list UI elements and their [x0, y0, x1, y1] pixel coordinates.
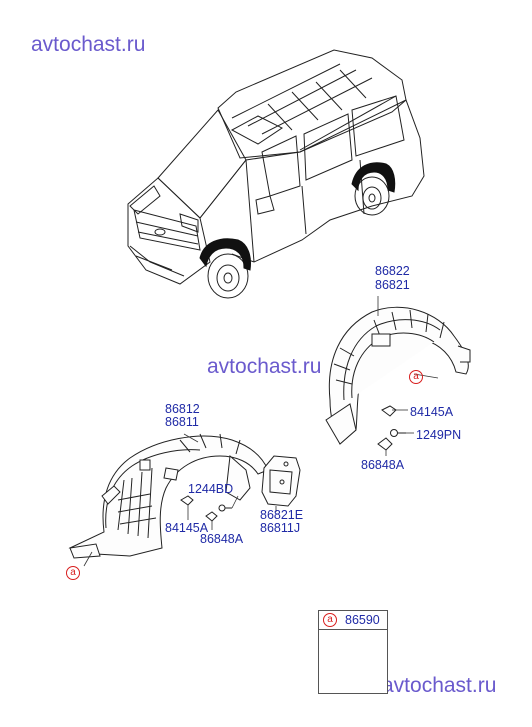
callout-front-clip: 84145A — [165, 521, 209, 535]
callout-rear-nut: 86848A — [361, 458, 405, 472]
callout-front-liner-rh: 86812 — [165, 402, 200, 416]
callout-rear-liner-rh: 86822 — [375, 264, 410, 278]
van-rear-liner-highlight — [351, 162, 396, 193]
ref-marker-rear: a — [409, 370, 423, 384]
van-front-liner-highlight — [199, 238, 251, 271]
callout-front-nut: 86848A — [200, 532, 244, 546]
callout-rear-clip: 84145A — [410, 405, 454, 419]
rear-fasteners — [377, 405, 406, 451]
callout-mudguard-rh: 86821E — [260, 508, 304, 522]
callout-rear-liner-lh: 86821 — [375, 278, 410, 292]
callout-mudguard-lh: 86811J — [260, 521, 301, 535]
mudguard-flap — [261, 455, 301, 507]
callout-front-liner-lh: 86811 — [165, 415, 199, 429]
legend-box: a 86590 — [318, 610, 388, 694]
callout-rear-bolt: 1249PN — [416, 428, 462, 442]
rear-wheel-liner — [325, 306, 471, 445]
front-fasteners — [180, 495, 232, 522]
watermark-bottom: avtochast.ru — [382, 674, 497, 697]
watermark-middle: avtochast.ru — [207, 355, 322, 378]
legend-part-number: 86590 — [345, 613, 380, 627]
front-wheel-liner — [68, 433, 269, 559]
front-leader-lines — [83, 433, 277, 567]
callout-front-bolt: 1244BD — [188, 482, 234, 496]
ref-marker-front: a — [66, 566, 80, 580]
van-illustration — [127, 49, 425, 299]
legend-ref-marker: a — [323, 613, 337, 627]
watermark-top: avtochast.ru — [31, 33, 146, 56]
legend-header: a 86590 — [319, 611, 387, 630]
